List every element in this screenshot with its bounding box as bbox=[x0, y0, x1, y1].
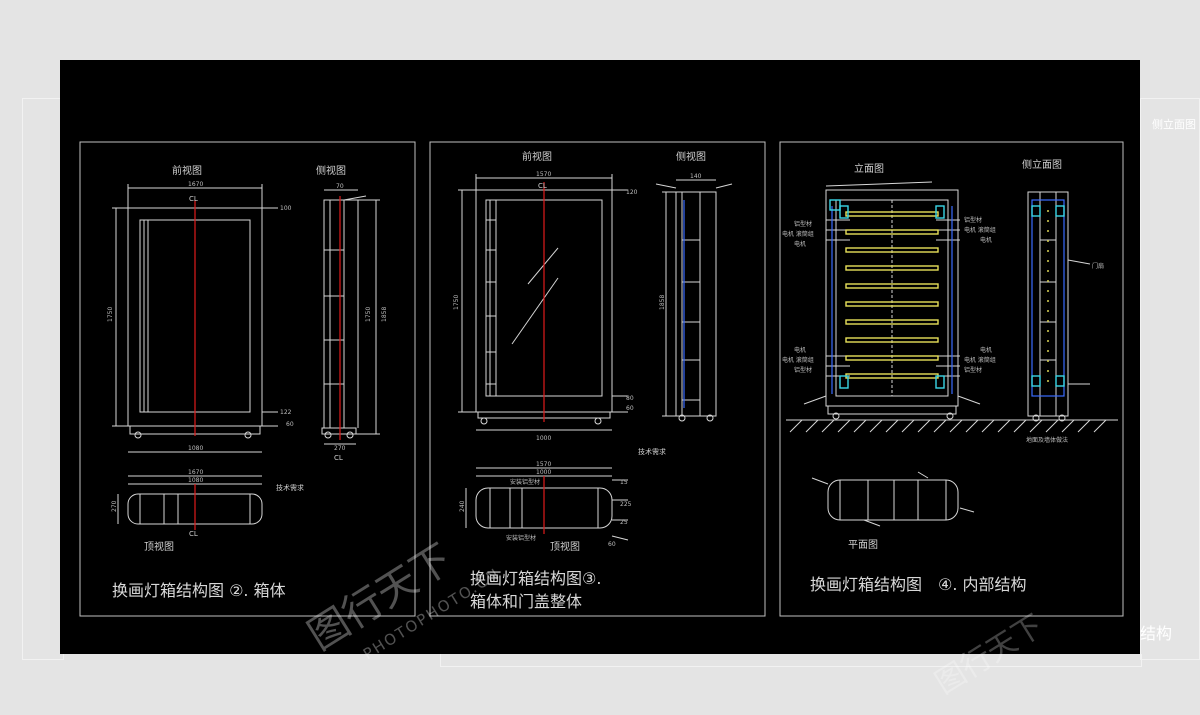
panel-1-dim-top-width: 1670 bbox=[188, 181, 203, 188]
panel-1-dim-top-bar-inner: 1080 bbox=[188, 477, 203, 484]
panel-2-top-label-1: 安装铝型材 bbox=[510, 478, 540, 486]
panel-3-label-right-2: 电机 滚筒组 bbox=[964, 226, 996, 234]
panel-1-side-view-title: 侧视图 bbox=[316, 164, 346, 177]
background-sheet-bottom bbox=[440, 654, 1142, 667]
panel-2-center-mark: CL bbox=[538, 182, 547, 190]
panel-3-elevation-title: 立面图 bbox=[854, 162, 884, 175]
panel-3-label-left-bottom-2: 电机 滚筒组 bbox=[782, 356, 814, 364]
panel-2-dim-side-depth: 140 bbox=[690, 173, 702, 180]
panel-2-dim-top-bar-inner: 1000 bbox=[536, 469, 551, 476]
panel-1-dim-base-b: 60 bbox=[286, 421, 294, 428]
panel-3-brackets bbox=[829, 199, 1065, 389]
panel-1-dim-bottom-width: 1080 bbox=[188, 445, 203, 452]
panel-3-door-label: 门扇 bbox=[1092, 262, 1104, 270]
panel-2-caption-line-1: 换画灯箱结构图③. bbox=[470, 569, 601, 588]
panel-3-label-left-1: 铝型材 bbox=[794, 220, 812, 228]
panel-1-wheel-left bbox=[134, 431, 142, 439]
panel-3-side-elevation-outer bbox=[1027, 191, 1069, 417]
panel-3-label-left-3: 电机 bbox=[794, 240, 806, 248]
panel-1-dim-depth: 270 bbox=[334, 445, 346, 452]
panel-1-top-view-title: 顶视图 bbox=[144, 540, 174, 553]
panel-3-label-right-bottom-1: 电机 bbox=[980, 346, 992, 354]
panel-1-dim-side-depth: 70 bbox=[336, 183, 344, 190]
cad-drawing-canvas: 前视图 侧视图 顶视图 CL CL CL 技术需求 1670 1670 1080… bbox=[60, 60, 1140, 654]
panel-1-frame bbox=[79, 141, 416, 617]
panel-2-top-label-2: 安装铝型材 bbox=[506, 534, 536, 542]
panel-3-plan-title: 平面图 bbox=[848, 539, 878, 551]
panel-1-center-mark: CL bbox=[189, 195, 198, 203]
panel-2-top-view-title: 顶视图 bbox=[550, 540, 580, 553]
background-sheet-right bbox=[1140, 98, 1200, 660]
panel-3-side-blue-box bbox=[1031, 199, 1065, 397]
panel-2-side-outer bbox=[675, 191, 717, 417]
panel-3-plan-body bbox=[827, 479, 959, 521]
panel-1-side-center-mark: CL bbox=[334, 454, 343, 462]
background-view-title: 侧立面图 bbox=[1152, 118, 1196, 131]
panel-2-dim-top-width: 1570 bbox=[536, 171, 551, 178]
background-sheet-left bbox=[22, 98, 64, 660]
panel-1-dim-top-offset: 100 bbox=[280, 205, 292, 212]
panel-2-dim-base-a: 80 bbox=[626, 395, 634, 402]
panel-3-light-tubes bbox=[845, 210, 1049, 390]
panel-3-ground-note: 地面及墙体做法 bbox=[1026, 436, 1068, 444]
panel-1-dim-top-depth: 270 bbox=[111, 500, 118, 512]
panel-2-front-view-title: 前视图 bbox=[522, 150, 552, 163]
panel-1-dim-side-total: 1858 bbox=[381, 307, 388, 322]
panel-2-dim-small-b: 225 bbox=[620, 501, 632, 508]
panel-1-caption: 换画灯箱结构图 ②. 箱体 bbox=[112, 581, 286, 600]
panel-2-caption-line-2: 箱体和门盖整体 bbox=[470, 592, 582, 611]
panel-2-frame bbox=[429, 141, 766, 617]
panel-1-front-view-title: 前视图 bbox=[172, 164, 202, 177]
panel-3-label-left-bottom-1: 电机 bbox=[794, 346, 806, 354]
panel-1-top-center-mark: CL bbox=[189, 530, 198, 538]
panel-1-dim-side-height: 1750 bbox=[365, 307, 372, 322]
panel-1-wheel-right bbox=[244, 431, 252, 439]
panel-2-dim-small-c: 25 bbox=[620, 519, 628, 526]
panel-3-label-right-bottom-2: 电机 滚筒组 bbox=[964, 356, 996, 364]
panel-3-label-left-bottom-3: 铝型材 bbox=[794, 366, 812, 374]
panel-2-dim-bottom-width: 1000 bbox=[536, 435, 551, 442]
panel-1-dim-overall-height: 1750 bbox=[107, 307, 114, 322]
panel-2-dim-top-bar-width: 1570 bbox=[536, 461, 551, 468]
background-caption-fragment: 结构 bbox=[1140, 624, 1173, 643]
panel-3-label-right-1: 铝型材 bbox=[964, 216, 982, 224]
panel-3-label-right-bottom-3: 铝型材 bbox=[964, 366, 982, 374]
panel-2-dim-top-depth: 240 bbox=[459, 500, 466, 512]
panel-1-side-outer bbox=[323, 199, 345, 429]
panel-3-frame bbox=[779, 141, 1124, 617]
panel-3-caption: 换画灯箱结构图 ④. 内部结构 bbox=[810, 575, 1027, 594]
panel-1-note: 技术需求 bbox=[276, 483, 304, 492]
panel-2-dim-side-height: 1858 bbox=[659, 295, 666, 310]
panel-2-note: 技术需求 bbox=[638, 447, 666, 456]
panel-2-dim-base-b: 60 bbox=[626, 405, 634, 412]
panel-3-label-right-3: 电机 bbox=[980, 236, 992, 244]
panel-2-side-view-title: 侧视图 bbox=[676, 150, 706, 163]
cad-drawing: 前视图 侧视图 顶视图 CL CL CL 技术需求 1670 1670 1080… bbox=[79, 141, 1124, 617]
panel-2-dim-overall-height: 1750 bbox=[453, 295, 460, 310]
panel-2-dim-top-offset: 120 bbox=[626, 189, 638, 196]
panel-1-dim-top-bar-width: 1670 bbox=[188, 469, 203, 476]
panel-3-label-left-2: 电机 滚筒组 bbox=[782, 230, 814, 238]
panel-1-dim-base-a: 122 bbox=[280, 409, 292, 416]
panel-2-dim-small-a: 15 bbox=[620, 479, 628, 486]
panel-2-dim-small-d: 60 bbox=[608, 541, 616, 548]
panel-3-side-elevation-title: 侧立面图 bbox=[1022, 158, 1062, 171]
